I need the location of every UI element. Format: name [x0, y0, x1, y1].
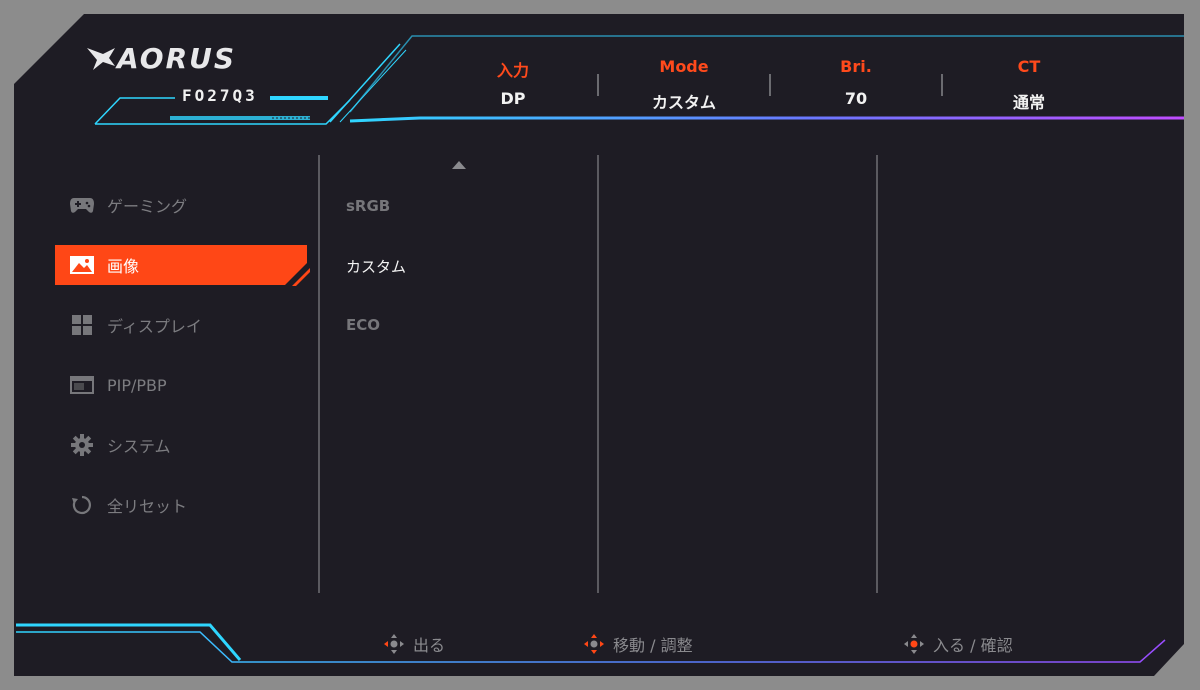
active-notch-decoration — [292, 268, 310, 286]
stat-value-input: DP — [500, 89, 526, 108]
brand-name: AORUS — [117, 42, 237, 75]
stat-label-brightness: Bri. — [840, 57, 872, 76]
menu-item-label: 画像 — [107, 257, 140, 276]
stat-value-mode: カスタム — [651, 93, 716, 112]
stat-separator — [941, 74, 943, 96]
gamepad-icon — [69, 194, 95, 216]
column-divider — [876, 155, 878, 593]
hint-move-adjust: 移動 / 調整 — [583, 632, 693, 656]
menu-item-label: PIP/PBP — [107, 375, 167, 395]
hint-enter-confirm: 入る / 確認 — [903, 632, 1013, 656]
menu-item-label: 全リセット — [107, 497, 188, 516]
hint-label: 入る / 確認 — [933, 636, 1013, 655]
stat-separator — [769, 74, 771, 96]
grid-icon — [69, 314, 95, 336]
picture-icon — [69, 254, 95, 276]
hint-label: 出る — [413, 636, 446, 655]
hint-exit: 出る — [383, 632, 445, 656]
stat-value-brightness: 70 — [844, 89, 868, 108]
menu-item-reset[interactable]: 全リセット — [55, 485, 307, 525]
menu-item-system[interactable]: システム — [55, 425, 307, 465]
joystick-left-icon — [383, 633, 405, 655]
submenu-item-eco[interactable]: ECO — [346, 316, 381, 334]
gear-icon — [69, 434, 95, 456]
brand-logo: AORUS — [85, 42, 255, 78]
menu-item-pip-pbp[interactable]: PIP/PBP — [55, 365, 307, 405]
submenu-item-custom[interactable]: カスタム — [346, 258, 407, 276]
joystick-press-icon — [903, 633, 925, 655]
eagle-icon — [87, 48, 115, 70]
menu-item-display[interactable]: ディスプレイ — [55, 305, 307, 345]
osd-panel — [14, 14, 1184, 676]
menu-item-picture[interactable]: 画像 — [55, 245, 307, 285]
stat-value-ct: 通常 — [1012, 93, 1045, 112]
model-name: FO27Q3 — [182, 86, 258, 105]
stat-separator — [597, 74, 599, 96]
submenu-item-srgb[interactable]: sRGB — [346, 197, 391, 215]
stat-label-ct: CT — [1017, 57, 1041, 76]
menu-item-gaming[interactable]: ゲーミング — [55, 185, 307, 225]
stat-label-mode: Mode — [659, 57, 709, 76]
scroll-up-arrow-icon[interactable] — [452, 161, 466, 169]
menu-item-label: システム — [107, 437, 171, 456]
menu-item-label: ゲーミング — [107, 197, 188, 216]
joystick-move-icon — [583, 633, 605, 655]
hint-label: 移動 / 調整 — [613, 636, 693, 655]
column-divider — [597, 155, 599, 593]
stat-label-input: 入力 — [496, 61, 529, 80]
menu-item-label: ディスプレイ — [107, 317, 202, 336]
column-divider — [318, 155, 320, 593]
window-icon — [69, 374, 95, 396]
reset-icon — [69, 494, 95, 516]
